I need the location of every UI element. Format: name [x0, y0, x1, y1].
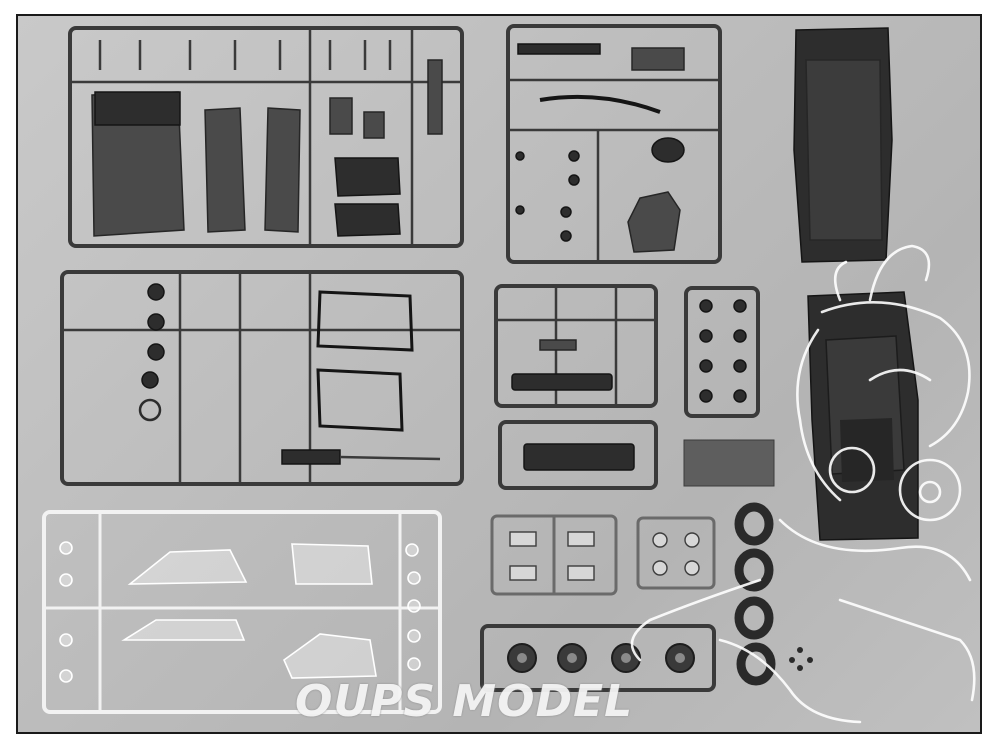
interior-sprue — [68, 26, 464, 248]
watermark-text: OUPS MODEL — [295, 676, 634, 727]
chrome-sprue-left — [490, 514, 618, 596]
small-parts — [789, 647, 813, 671]
suspension-sprue — [60, 270, 464, 486]
decal-sheet — [683, 439, 775, 487]
chrome-sprue-right — [636, 516, 716, 590]
knob-sprue — [684, 286, 760, 418]
bumper-sprue — [494, 284, 658, 408]
cartoon-creature-outline — [630, 244, 976, 724]
clear-glass-sprue — [42, 510, 442, 714]
body-shell — [807, 291, 919, 541]
wheel-sprue — [480, 624, 716, 692]
tires — [734, 502, 776, 686]
grille-sprue — [498, 420, 658, 490]
engine-detail-sprue — [506, 24, 722, 264]
